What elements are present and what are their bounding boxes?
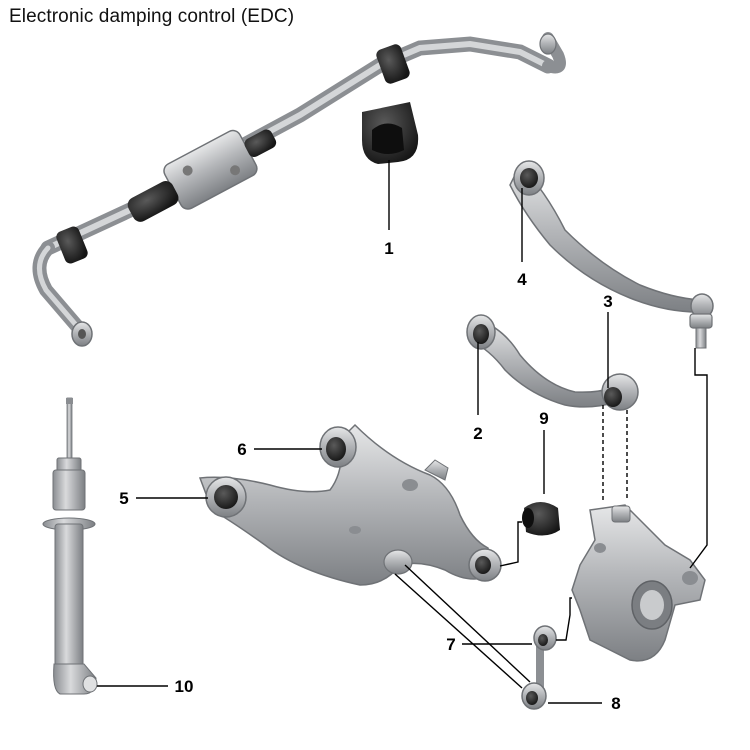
callout-7: 7	[446, 635, 455, 654]
camber-control-arm-part	[509, 160, 714, 349]
leader-lines	[97, 160, 708, 704]
callout-9: 9	[539, 409, 548, 428]
connector-7	[556, 597, 572, 641]
lower-control-arm-part	[198, 423, 502, 586]
callout-2: 2	[473, 424, 482, 443]
shock-absorber-part	[42, 397, 98, 695]
rubber-mount-part	[522, 502, 560, 536]
callout-10: 10	[175, 677, 194, 696]
stabilizer-bar	[32, 32, 566, 347]
page-title: Electronic damping control (EDC)	[9, 6, 295, 27]
wheel-carrier-part	[571, 504, 706, 662]
connector-8b	[404, 564, 531, 683]
callout-4: 4	[517, 270, 527, 289]
connector-4	[689, 348, 708, 569]
link-part	[521, 625, 557, 710]
stabilizer-bushing-part	[362, 102, 419, 164]
connector-8a	[394, 573, 523, 689]
connector-9	[499, 521, 522, 567]
callout-1: 1	[384, 239, 393, 258]
callout-8: 8	[611, 694, 620, 713]
callout-5: 5	[119, 489, 128, 508]
callout-6: 6	[237, 440, 246, 459]
upper-arm-ball-joint-part	[601, 373, 639, 411]
upper-control-arm-part	[466, 314, 618, 408]
callout-numbers: 1 2 3 4 5 6 7 8 9 10	[119, 239, 620, 713]
callout-3: 3	[603, 292, 612, 311]
